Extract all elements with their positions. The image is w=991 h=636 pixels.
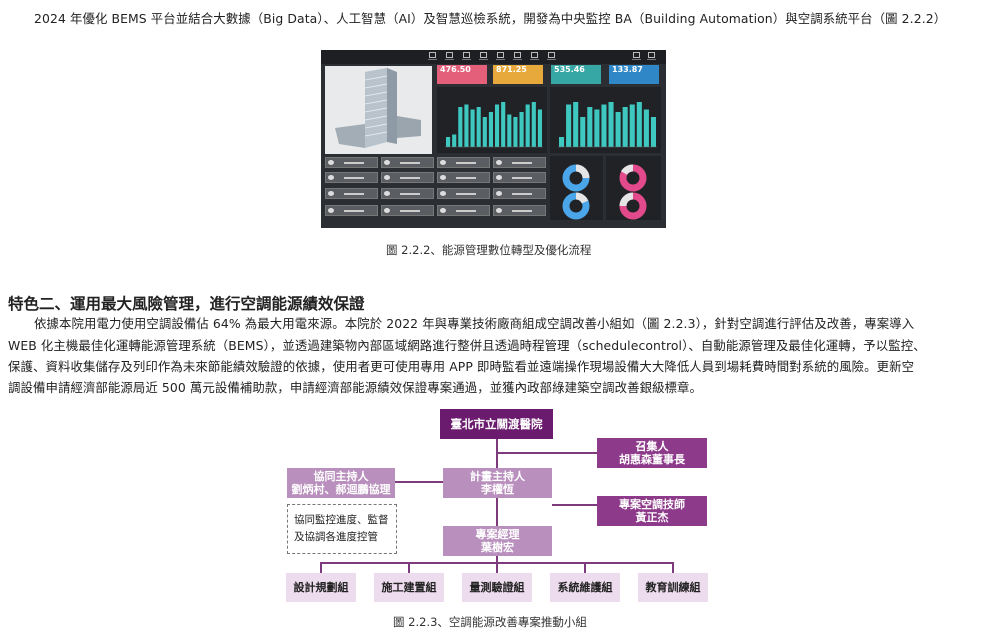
chart-bar	[636, 102, 642, 147]
chart-bar	[601, 104, 607, 147]
dashboard-button	[493, 188, 546, 199]
org-node-manager: 專案經理葉樹宏	[443, 526, 552, 556]
stat-card: 871.25	[493, 65, 543, 84]
org-group: 施工建置組	[374, 573, 444, 602]
chart-bar	[580, 117, 586, 147]
chart-bar	[458, 107, 463, 147]
connector-line	[497, 452, 597, 454]
dashboard-button	[493, 205, 546, 216]
chart-bar	[470, 109, 475, 147]
chart-bar	[519, 112, 524, 147]
org-node-convener: 召集人胡惠森董事長	[597, 438, 707, 468]
chart-bar	[488, 112, 493, 147]
dashboard-button	[325, 188, 378, 199]
chart-bar	[537, 109, 542, 147]
dashboard-button	[381, 157, 434, 168]
chart-bar	[446, 137, 451, 147]
chart-bar	[531, 102, 536, 147]
dashboard-button	[437, 157, 490, 168]
paragraph-line: 調設備申請經濟部能源局近 500 萬元設備補助款，申請經濟部能源績效保證專案通過…	[8, 380, 703, 395]
dashboard-button	[437, 205, 490, 216]
org-group: 量測驗證組	[462, 573, 532, 602]
stat-card: 476.50	[437, 65, 487, 84]
figure-caption-2-2-2: 圖 2.2.2、能源管理數位轉型及優化流程	[386, 243, 592, 257]
paragraph-line: WEB 化主機最佳化運轉能源管理系統（BEMS），並透過建築物內部區域網路進行整…	[8, 338, 926, 353]
dashboard-button	[325, 157, 378, 168]
chart-bar	[525, 104, 530, 147]
connector-line	[672, 562, 674, 574]
dashboard-button	[493, 172, 546, 183]
chart-bar	[452, 134, 457, 147]
chart-bar	[566, 104, 572, 147]
energy-bar-chart-left	[437, 87, 547, 153]
org-node-host: 計畫主持人李權恆	[443, 468, 552, 498]
stat-card: 133.87	[609, 65, 659, 84]
chart-bar	[650, 117, 656, 147]
chart-bar	[513, 117, 518, 147]
stat-card: 535.46	[551, 65, 601, 84]
connector-line	[552, 504, 597, 506]
donut-panel-pink	[606, 156, 661, 220]
dashboard-button	[493, 157, 546, 168]
connector-line	[408, 562, 410, 574]
dashboard-nav-bar	[321, 50, 666, 64]
chart-bar	[594, 109, 600, 147]
connector-line	[320, 562, 322, 574]
chart-bar	[482, 117, 487, 147]
connector-line	[394, 481, 444, 483]
chart-bar	[559, 137, 565, 147]
chart-bar	[629, 104, 635, 147]
intro-text: 2024 年優化 BEMS 平台並結合大數據（Big Data）、人工智慧（AI…	[34, 11, 947, 26]
chart-bar	[464, 104, 469, 147]
chart-bar	[622, 107, 628, 147]
org-node-hospital: 臺北市立關渡醫院	[440, 409, 553, 439]
connector-line	[496, 562, 498, 574]
chart-bar	[476, 107, 481, 147]
dashboard-button	[381, 205, 434, 216]
chart-bar	[507, 114, 512, 147]
dashboard-button	[325, 172, 378, 183]
paragraph-line: 依據本院用電力使用空調設備佔 64% 為最大用電來源。本院於 2022 年與專業…	[34, 316, 915, 331]
chart-bar	[501, 102, 506, 147]
dashboard-button	[381, 172, 434, 183]
section-title: 特色二、運用最大風險管理，進行空調能源績效保證	[8, 295, 365, 313]
dashboard-button	[437, 172, 490, 183]
chart-bar	[643, 109, 649, 147]
chart-bar	[573, 102, 579, 147]
connector-line	[584, 562, 586, 574]
connector-line	[496, 556, 498, 564]
dashboard-button	[437, 188, 490, 199]
org-node-co-host: 協同主持人劉炳村、郝迴鵬協理	[287, 468, 395, 498]
org-group: 設計規劃組	[286, 573, 356, 602]
bems-dashboard-image: 476.50 871.25 535.46 133.87	[321, 50, 666, 228]
dashboard-button	[325, 205, 378, 216]
org-duty-note: 協同監控進度、監督及協調各進度控管	[287, 504, 397, 554]
org-group: 教育訓練組	[638, 573, 708, 602]
chart-bar	[495, 104, 500, 147]
org-group: 系統維護組	[550, 573, 620, 602]
chart-bar	[587, 107, 593, 147]
chart-bar	[608, 102, 614, 147]
paragraph-line: 保護、資料收集儲存及列印作為未來節能績效驗證的依據，使用者更可使用專用 APP …	[8, 359, 915, 374]
org-node-engineer: 專案空調技師黃正杰	[597, 496, 707, 526]
dashboard-button	[381, 188, 434, 199]
donut-panel-blue	[550, 156, 603, 220]
chart-bar	[615, 112, 621, 147]
figure-caption-2-2-3: 圖 2.2.3、空調能源改善專案推動小組	[393, 615, 587, 629]
energy-bar-chart-right	[550, 87, 661, 153]
building-3d-model	[325, 66, 432, 154]
